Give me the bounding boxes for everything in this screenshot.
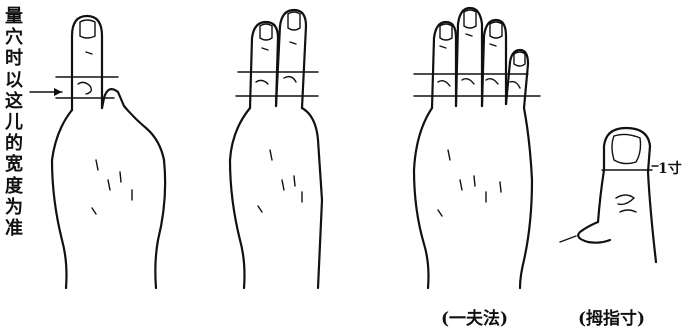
hand-four-fingers: [414, 8, 540, 288]
hand-two-fingers: [230, 10, 322, 288]
caption-thumb-cun: (拇指寸): [578, 304, 645, 329]
caption-one-fu-method: (一夫法): [441, 304, 508, 329]
one-cun-label: 1寸: [658, 158, 682, 178]
thumb-illustration: [560, 128, 658, 262]
hand-one-finger: [30, 16, 165, 288]
